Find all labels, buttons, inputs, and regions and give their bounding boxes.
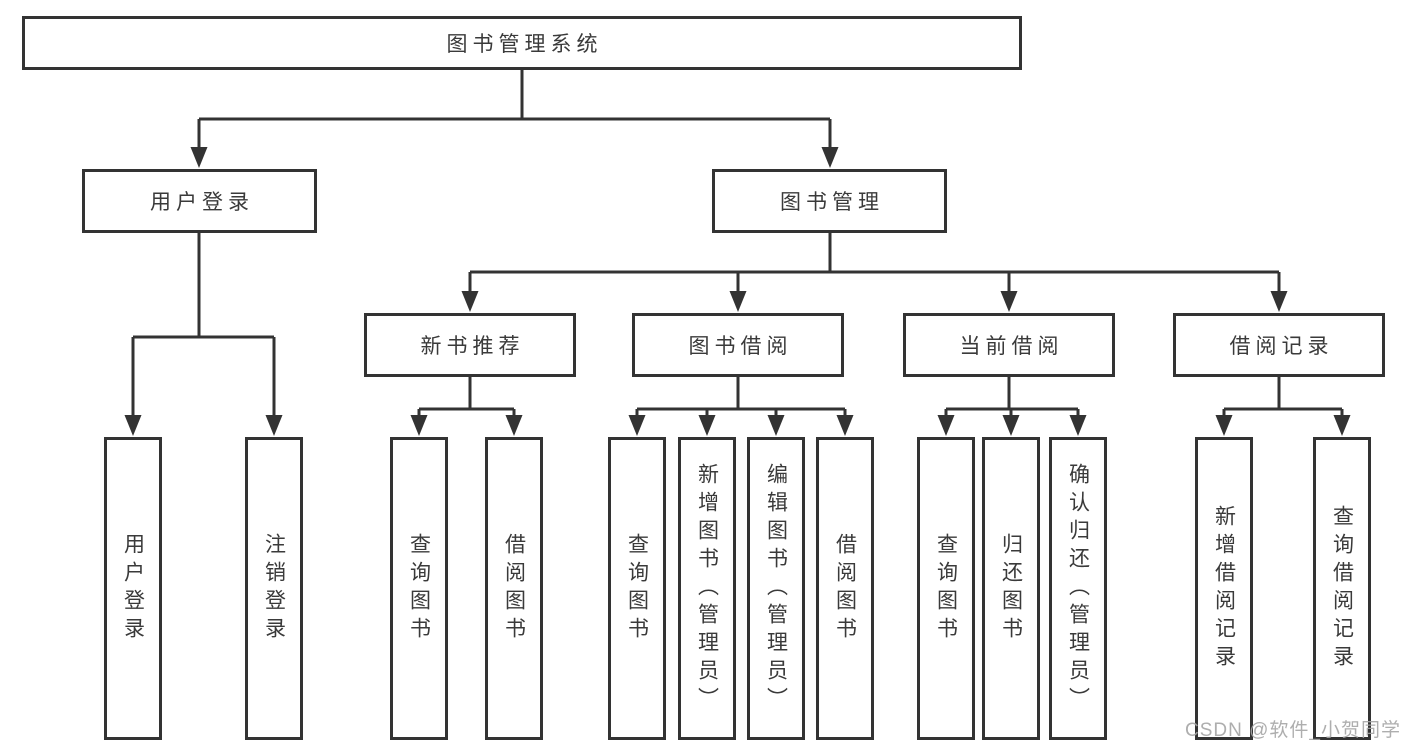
node-new-book-recommend: 新书推荐 [364, 313, 576, 377]
node-return-books: 归还图书 [982, 437, 1040, 740]
node-user-login-action: 用户登录 [104, 437, 162, 740]
node-label: 新增图书（管理员） [695, 462, 719, 715]
node-library-system: 图书管理系统 [22, 16, 1022, 70]
node-label: 归还图书 [999, 532, 1023, 645]
node-add-borrow-record: 新增借阅记录 [1195, 437, 1253, 740]
node-label: 用户登录 [121, 532, 145, 645]
node-label: 查询图书 [625, 532, 649, 645]
node-label: 借阅图书 [833, 532, 857, 645]
node-query-books: 查询图书 [917, 437, 975, 740]
node-label: 查询图书 [407, 532, 431, 645]
node-user-login: 用户登录 [82, 169, 317, 233]
node-label: 查询图书 [934, 532, 958, 645]
node-book-management: 图书管理 [712, 169, 947, 233]
node-logout-action: 注销登录 [245, 437, 303, 740]
node-add-books-admin: 新增图书（管理员） [678, 437, 736, 740]
node-label: 查询借阅记录 [1330, 504, 1354, 673]
node-current-borrowing: 当前借阅 [903, 313, 1115, 377]
node-label: 注销登录 [262, 532, 286, 645]
node-label: 确认归还（管理员） [1066, 462, 1090, 715]
node-label: 编辑图书（管理员） [764, 462, 788, 715]
node-label: 新增借阅记录 [1212, 504, 1236, 673]
node-query-borrow-record: 查询借阅记录 [1313, 437, 1371, 740]
node-query-books: 查询图书 [608, 437, 666, 740]
node-query-books: 查询图书 [390, 437, 448, 740]
node-borrow-books: 借阅图书 [816, 437, 874, 740]
node-borrow-books: 借阅图书 [485, 437, 543, 740]
node-book-borrowing: 图书借阅 [632, 313, 844, 377]
node-label: 借阅图书 [502, 532, 526, 645]
node-borrowing-records: 借阅记录 [1173, 313, 1385, 377]
csdn-watermark: CSDN @软件_小贺同学 [1185, 720, 1401, 741]
node-edit-books-admin: 编辑图书（管理员） [747, 437, 805, 740]
node-confirm-return-admin: 确认归还（管理员） [1049, 437, 1107, 740]
arrowhead-icons [124, 147, 1351, 436]
